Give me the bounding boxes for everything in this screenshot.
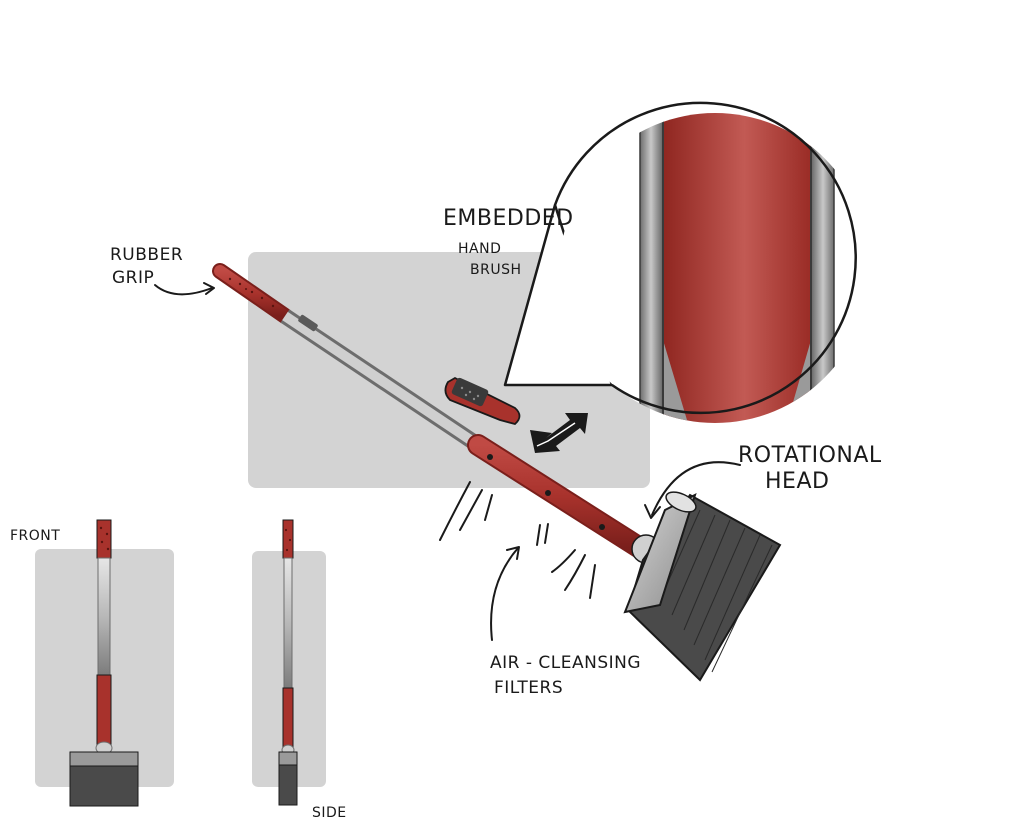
zoom-callout — [503, 101, 870, 423]
air-filters-label-line2: FILTERS — [494, 678, 563, 698]
rotational-label-line1: ROTATIONAL — [738, 443, 882, 468]
rubber-grip-label-line1: RUBBER — [110, 245, 183, 265]
rotational-label-line2: HEAD — [765, 469, 829, 494]
rubber-grip-label-line2: GRIP — [112, 268, 154, 288]
callout-arrows — [154, 282, 741, 641]
front-view-broom — [69, 519, 139, 807]
embedded-label-line2: HAND — [458, 241, 501, 257]
side-view-label: SIDE — [312, 805, 347, 821]
rotational-head — [623, 491, 782, 682]
side-view-broom — [278, 519, 298, 806]
broom-handle — [212, 263, 661, 564]
hand-brush-icon — [444, 376, 521, 425]
embedded-label-line1: EMBEDDED — [443, 206, 574, 231]
air-filters-label-line1: AIR - CLEANSING — [490, 653, 641, 673]
embedded-label-line3: BRUSH — [470, 262, 522, 278]
double-arrow-icon — [530, 413, 588, 453]
air-flow-marks — [439, 481, 596, 599]
front-view-label: FRONT — [10, 528, 60, 544]
